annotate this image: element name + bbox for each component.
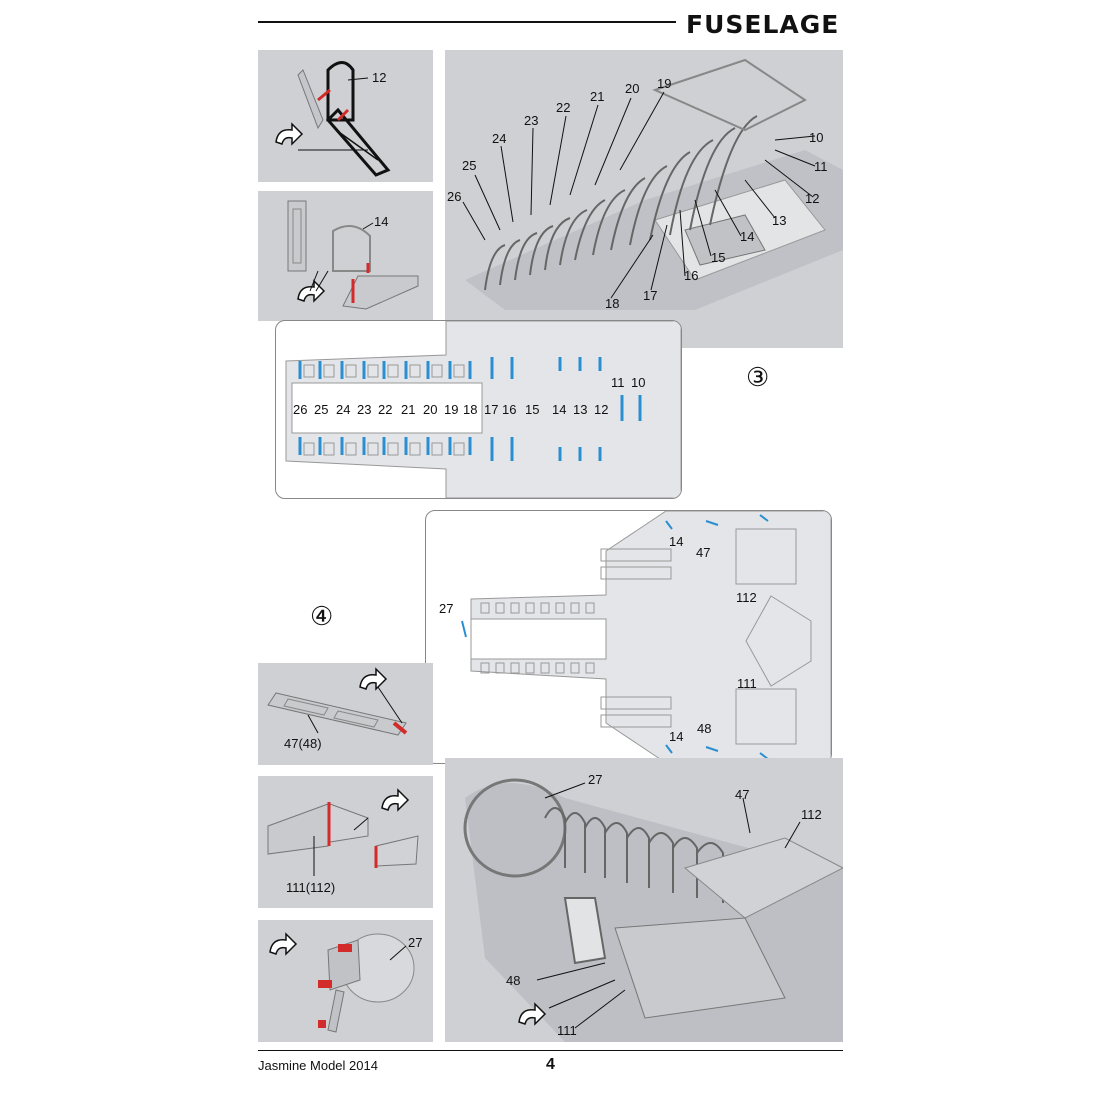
callout-label: 14 — [552, 402, 567, 417]
callout-label: 19 — [657, 76, 672, 91]
footer-rule — [258, 1050, 843, 1051]
callout-label: 10 — [631, 375, 646, 390]
callout-label: 21 — [590, 89, 605, 104]
callout-label: 112 — [801, 807, 822, 822]
callout-label: 16 — [684, 268, 699, 283]
photo-fuselage-assembly-bottom: 27 47 112 48 111 — [445, 758, 843, 1042]
callout-label: 10 — [809, 130, 824, 145]
callout-label: 18 — [605, 296, 620, 311]
step-number-4: ④ — [310, 601, 334, 631]
fret-diagram-step-4: 27 14 47 112 111 48 14 — [425, 510, 832, 764]
callout-label: 18 — [463, 402, 478, 417]
callout-label: 15 — [711, 250, 726, 265]
callout-label: 22 — [556, 100, 571, 115]
callout-label: 47 — [696, 545, 711, 560]
panel-part-12: 12 — [258, 50, 433, 182]
callout-label: 21 — [401, 402, 416, 417]
callout-label: 111(112) — [286, 880, 336, 895]
callout-label: 11 — [611, 375, 625, 390]
callout-label: 17 — [484, 402, 499, 417]
callout-label: 11 — [814, 159, 828, 174]
callout-label: 15 — [525, 402, 540, 417]
callout-label: 27 — [408, 935, 423, 950]
fret-diagram-step-3: 26 25 24 23 22 21 20 19 18 17 16 15 14 1… — [275, 320, 682, 499]
page-number: 4 — [546, 1056, 555, 1073]
callout-label: 14 — [740, 229, 755, 244]
callout-label: 13 — [573, 402, 588, 417]
callout-label: 23 — [524, 113, 539, 128]
part-111-112-illustration — [267, 788, 419, 876]
callout-label: 24 — [336, 402, 351, 417]
callout-label: 23 — [357, 402, 372, 417]
fuselage-assembly-bottom-illustration — [463, 778, 843, 1042]
callout-label: 48 — [506, 973, 521, 988]
callout-label: 20 — [423, 402, 438, 417]
step-number-3: ③ — [746, 362, 770, 392]
callout-label: 25 — [314, 402, 329, 417]
callout-label: 17 — [643, 288, 658, 303]
callout-label: 12 — [372, 70, 387, 85]
page-title: FUSELAGE — [686, 10, 840, 39]
callout-label: 48 — [697, 721, 712, 736]
callout-label: 12 — [594, 402, 609, 417]
callout-label: 13 — [772, 213, 787, 228]
callout-label: 111 — [557, 1023, 577, 1038]
callout-label: 20 — [625, 81, 640, 96]
panel-part-27: 27 — [258, 920, 433, 1042]
callout-label: 19 — [444, 402, 459, 417]
callout-label: 25 — [462, 158, 477, 173]
callout-label: 47(48) — [284, 736, 322, 751]
callout-label: 26 — [447, 189, 462, 204]
callout-label: 26 — [293, 402, 308, 417]
callout-label: 14 — [669, 729, 684, 744]
callout-label: 22 — [378, 402, 393, 417]
callout-label: 111 — [737, 676, 757, 691]
photo-fuselage-assembly-top: 26 25 24 23 22 21 20 19 10 11 12 13 14 1… — [445, 50, 843, 348]
callout-label: 24 — [492, 131, 507, 146]
panel-part-111-112: 111(112) — [258, 776, 433, 908]
callout-label: 14 — [669, 534, 684, 549]
callout-label: 14 — [374, 214, 389, 229]
callout-label: 16 — [502, 402, 517, 417]
footer-brand: Jasmine Model 2014 — [258, 1058, 378, 1073]
callout-label: 47 — [735, 787, 750, 802]
header-rule — [258, 21, 676, 23]
part-47-48-illustration — [267, 667, 408, 736]
fuselage-assembly-illustration — [462, 58, 843, 310]
callout-label: 27 — [588, 772, 603, 787]
fret-sheet-3-illustration — [285, 321, 681, 498]
part-12-illustration — [275, 61, 391, 177]
callout-label: 112 — [736, 590, 757, 605]
part-14-illustration — [287, 200, 419, 310]
panel-part-47-48: 47(48) — [258, 663, 433, 765]
callout-label: 12 — [805, 191, 820, 206]
panel-part-14: 14 — [258, 191, 433, 321]
part-27-illustration — [269, 932, 415, 1033]
callout-label: 27 — [439, 601, 454, 616]
fret-sheet-4-illustration — [461, 511, 831, 763]
